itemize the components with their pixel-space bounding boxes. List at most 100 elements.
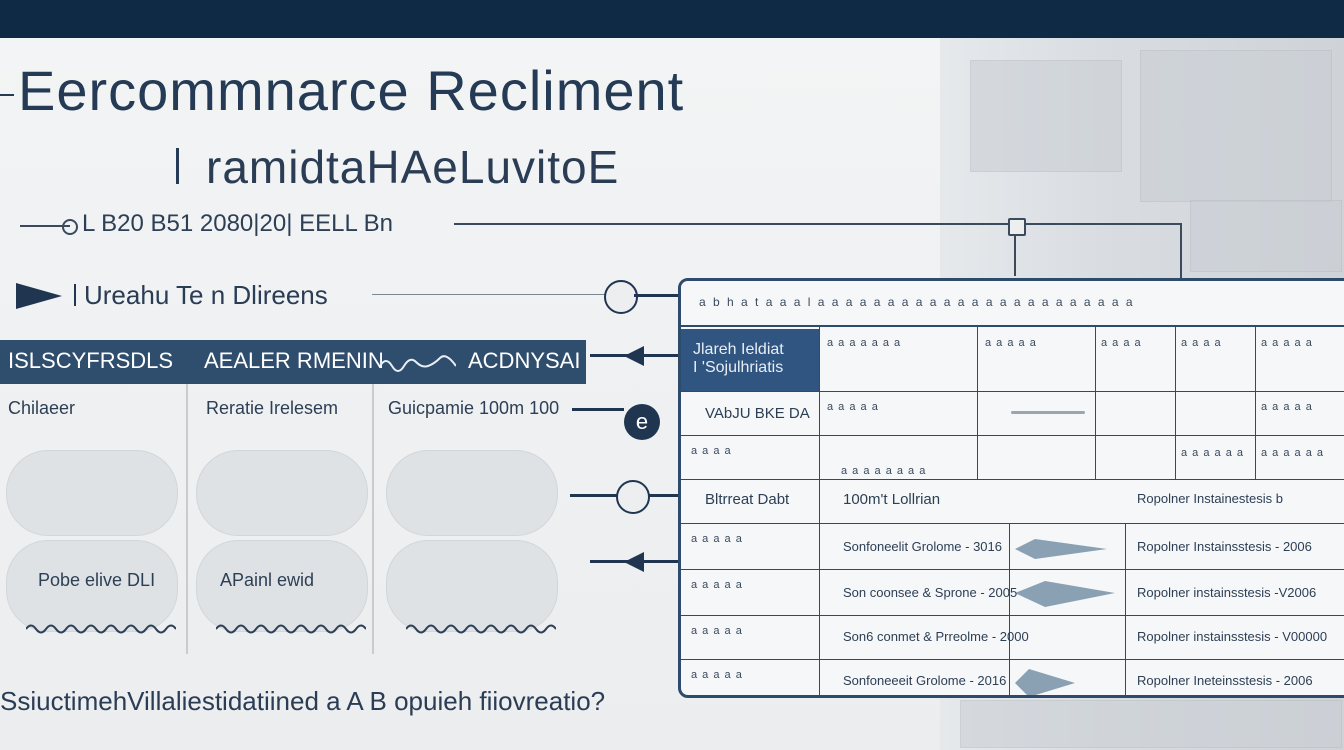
highlight-line-2: I 'Sojulhriatis <box>693 359 784 376</box>
cell-fragment: a a a a a a <box>1181 447 1244 459</box>
section-bar <box>74 284 76 306</box>
top-bar <box>0 0 1344 38</box>
row-spark-shape <box>1015 669 1075 695</box>
row-4-value: 100m't Lollrian <box>843 491 941 508</box>
meta-connector <box>1014 224 1016 276</box>
panel-header-text: a b h a t a a a l a a a a a a a a a a a … <box>699 295 1135 309</box>
highlight-line-1: Jlareh Ieldiat <box>693 341 784 358</box>
header-band <box>0 340 586 384</box>
section-line <box>372 294 606 295</box>
placeholder-shape <box>386 540 558 632</box>
band-col-2: AEALER RMENIN <box>204 348 384 373</box>
connector-arrow-icon <box>624 346 644 366</box>
grid-line <box>681 523 1344 524</box>
grid-line <box>819 325 820 695</box>
connector-node-icon <box>604 280 638 314</box>
connector-node-icon <box>1008 218 1026 236</box>
page-subtitle: ramidtaHAeLuvitoE <box>206 141 620 193</box>
grid-line <box>681 391 1344 392</box>
grid-line <box>681 479 1344 480</box>
table-row-text: Son coonsee & Sprone - 2005 <box>843 585 1018 600</box>
row-4-label: Bltrreat Dabt <box>705 491 790 508</box>
grid-line <box>1175 325 1176 479</box>
cell-fragment: a a a a a a <box>1261 447 1324 459</box>
grid-line <box>1009 523 1010 695</box>
table-row-right: Ropolner instainsstesis -V2006 <box>1137 585 1317 600</box>
row-spark-shape <box>1015 581 1115 607</box>
row-spark-shape <box>1015 539 1107 559</box>
grid-line <box>1095 325 1096 479</box>
background-tile <box>960 700 1342 748</box>
question-text: SsiuctimehVillaliestidatiined a A B opui… <box>0 686 606 716</box>
grid-line <box>1125 523 1126 695</box>
highlight-cell: Jlareh Ieldiat I 'Sojulhriatis <box>681 329 819 391</box>
row-fragment: a a a a a <box>691 625 743 637</box>
column-head-2: Reratie Irelesem <box>206 398 339 418</box>
cell-text-2: APainl ewid <box>220 570 315 590</box>
background-tile <box>970 60 1122 172</box>
column-divider <box>186 384 188 654</box>
wave-icon <box>380 355 456 372</box>
grid-line <box>681 659 1344 660</box>
panel-header: a b h a t a a a l a a a a a a a a a a a … <box>681 281 1344 327</box>
squiggle-icon <box>26 624 176 634</box>
grid-line <box>1255 325 1256 479</box>
connector-line <box>572 408 624 411</box>
cell-fragment: a a a a a <box>827 401 879 413</box>
column-head-3: Guicpamie 100m 100 <box>388 398 560 418</box>
grid-line <box>977 325 978 479</box>
placeholder-shape <box>196 540 368 632</box>
meta-line-text: L B20 B51 2080|20| EELL Bn <box>82 210 393 237</box>
grid-line <box>681 615 1344 616</box>
column-head-1: Chilaeer <box>8 398 76 418</box>
table-row-text: Sonfoneeeit Grolome - 2016 <box>843 673 1007 688</box>
band-col-3: ACDNYSAI <box>468 348 581 373</box>
cell-fragment: a a a a a <box>1261 337 1313 349</box>
cell-fragment: a a a a a <box>985 337 1037 349</box>
cell-fragment: a a a a a a a <box>827 337 902 349</box>
cell-fragment: a a a a <box>1181 337 1222 349</box>
table-row-right: Ropolner Instainsstesis - 2006 <box>1137 539 1312 554</box>
meta-arrow-head-icon <box>62 219 78 235</box>
table-row-text: Son6 conmet & Prreolme - 2000 <box>843 629 1029 644</box>
band-col-1: ISLSCYFRSDLS <box>8 348 174 373</box>
table-row-right: Ropolner instainsstesis - V00000 <box>1137 629 1328 644</box>
squiggle-icon <box>216 624 366 634</box>
background-tile <box>1140 50 1332 202</box>
cell-fragment: a a a a <box>1101 337 1142 349</box>
background-tile <box>1190 200 1342 272</box>
connector-arrow-icon <box>624 552 644 572</box>
placeholder-shape <box>196 450 368 536</box>
connector-node-icon <box>616 480 650 514</box>
subtitle-bar <box>176 148 179 184</box>
connector-line <box>634 294 678 297</box>
cell-fragment: a a a a a a a a <box>841 465 927 477</box>
row-4-right: Ropolner Instainestesis b <box>1137 491 1283 506</box>
squiggle-icon <box>406 624 556 634</box>
cell-fragment: a a a a <box>691 445 732 457</box>
page-title: Eercommnarce Recliment <box>18 59 685 122</box>
cell-text-1: Pobe elive DLI <box>38 570 156 590</box>
meta-arrow <box>20 225 70 227</box>
cell-fragment: a a a a a <box>1261 401 1313 413</box>
cell-mark <box>1011 411 1085 414</box>
meta-divider <box>454 223 1182 225</box>
row-fragment: a a a a a <box>691 533 743 545</box>
placeholder-shape <box>6 540 178 632</box>
section-label: Ureahu Te n Dlireens <box>84 280 328 310</box>
title-dash <box>0 94 14 96</box>
row-fragment: a a a a a <box>691 669 743 681</box>
placeholder-shape <box>386 450 558 536</box>
info-badge-icon: e <box>624 404 660 440</box>
row-2-label: VAbJU BKE DA <box>705 405 810 422</box>
section-arrow-icon <box>16 283 62 309</box>
grid-line <box>681 569 1344 570</box>
grid-line <box>681 435 1344 436</box>
table-row-text: Sonfoneelit Grolome - 3016 <box>843 539 1002 554</box>
row-fragment: a a a a a <box>691 579 743 591</box>
meta-divider-vertical <box>1180 223 1182 279</box>
data-panel: a b h a t a a a l a a a a a a a a a a a … <box>678 278 1344 698</box>
table-row-right: Ropolner Ineteinsstesis - 2006 <box>1137 673 1313 688</box>
column-divider <box>372 384 374 654</box>
placeholder-shape <box>6 450 178 536</box>
